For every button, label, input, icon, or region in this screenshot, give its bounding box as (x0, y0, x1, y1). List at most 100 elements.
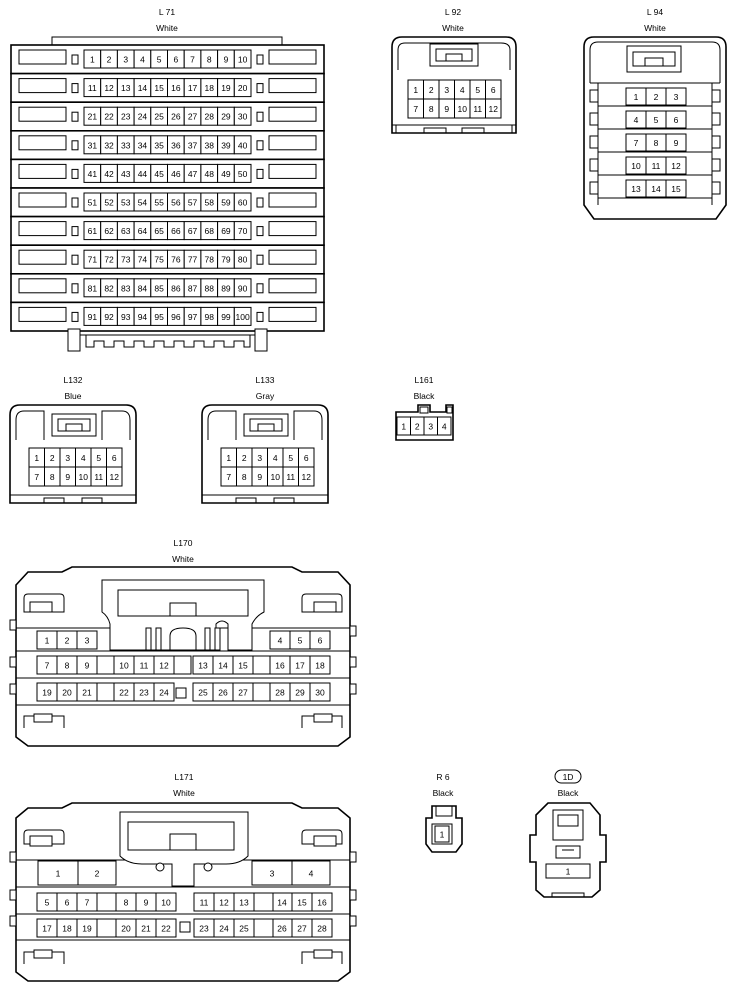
pin-number: 67 (188, 226, 198, 236)
connector-1d: 1D Black 1 (529, 769, 607, 898)
pin-number: 7 (634, 138, 639, 148)
connector-l94-color: White (644, 23, 666, 33)
pin-number: 11 (473, 104, 482, 114)
pin-cell-l71 (233, 306, 252, 326)
connector-l71-side-slot (268, 135, 317, 151)
pin-number: 86 (171, 283, 181, 293)
connector-l94-side-notch (589, 135, 599, 149)
pin-number: 33 (121, 140, 131, 150)
connector-l170-ear-left (29, 601, 53, 613)
pin-number: 11 (286, 472, 295, 482)
connector-l71-key-slot (71, 83, 79, 94)
connector-l171-ear-right (313, 835, 337, 847)
connector-l171-side-tab (349, 889, 357, 901)
pin-cell-l94 (665, 179, 687, 198)
pin-number: 76 (171, 255, 181, 265)
connector-1d-bottom (551, 892, 585, 897)
pin-number: 1 (634, 92, 639, 102)
pin-number: 3 (85, 636, 90, 646)
pin-number: 63 (121, 226, 131, 236)
pin-number: 41 (88, 169, 98, 179)
pin-number: 95 (154, 312, 164, 322)
connector-l71-key-slot (71, 140, 79, 151)
pin-cell-l171 (37, 860, 79, 886)
pin-number: 31 (88, 140, 98, 150)
connector-l171-name: L171 (175, 772, 194, 782)
pin-number: 16 (317, 898, 327, 908)
pin-cell-l71 (233, 278, 252, 298)
pin-number: 57 (188, 198, 198, 208)
pin-number: 1 (401, 422, 406, 432)
connector-l71-side-slot (18, 221, 67, 237)
pin-number: 22 (161, 924, 171, 934)
pin-number: 3 (270, 869, 275, 879)
pin-number: 25 (198, 688, 208, 698)
pin-number: 23 (121, 112, 131, 122)
pin-number: 2 (65, 636, 70, 646)
connector-l71-side-slot (18, 278, 67, 294)
connector-l171-color: White (173, 788, 195, 798)
connector-l71-key-slot (256, 111, 264, 122)
connector-l170-side-tab (9, 619, 17, 631)
connector-l132-inner-outline (15, 410, 131, 440)
connector-l170-color: White (172, 554, 194, 564)
connector-l71-key-slot (71, 197, 79, 208)
pin-cell-l71 (233, 49, 252, 69)
pin-cell-l94 (665, 133, 687, 152)
pin-cell-l71 (233, 163, 252, 183)
connector-l71-key-slot (256, 83, 264, 94)
pin-number: 32 (104, 140, 114, 150)
pin-number: 24 (138, 112, 148, 122)
connector-l171-peg-right (203, 862, 213, 872)
pin-number: 7 (45, 661, 50, 671)
connector-1d-lock-detail (555, 814, 581, 859)
pin-number: 44 (138, 169, 148, 179)
connector-l171-top-ears (23, 829, 343, 845)
pin-number: 3 (257, 453, 262, 463)
connector-l71-side-slot (18, 135, 67, 151)
connector-l71-side-slot (268, 192, 317, 208)
pin-number: 25 (239, 924, 249, 934)
pin-number: 5 (288, 453, 293, 463)
pin-number: 28 (205, 112, 215, 122)
connector-l71-side-slot (18, 106, 67, 122)
pin-number: 40 (238, 140, 248, 150)
connector-l170-rib (145, 627, 152, 651)
connector-l171-blank-cavity (253, 918, 274, 938)
pin-number: 37 (188, 140, 198, 150)
pin-number: 7 (85, 898, 90, 908)
pin-cell-l94 (665, 110, 687, 129)
pin-number: 5 (475, 85, 480, 95)
connector-l170-rib (204, 627, 211, 651)
connector-l171-side-tab (9, 915, 17, 927)
pin-number: 5 (654, 115, 659, 125)
pin-number: 14 (277, 898, 287, 908)
pin-number: 20 (121, 924, 131, 934)
connector-l71-key-slot (256, 311, 264, 322)
connector-l132-bottom-rails (10, 494, 136, 503)
pin-number: 47 (188, 169, 198, 179)
connector-l71-color: White (156, 23, 178, 33)
pin-number: 8 (124, 898, 129, 908)
connector-l171-side-tab (9, 851, 17, 863)
pin-number: 6 (318, 636, 323, 646)
connector-l171-peg-left (155, 862, 165, 872)
pin-number: 49 (221, 169, 231, 179)
pin-number: 4 (273, 453, 278, 463)
connector-l71-side-slot (268, 163, 317, 179)
connector-l171-blank-cavity (96, 918, 117, 938)
pin-number: 9 (444, 104, 449, 114)
pin-number: 16 (275, 661, 285, 671)
connector-r6-name: R 6 (436, 772, 450, 782)
pin-number: 17 (295, 661, 305, 671)
pin-number: 7 (413, 104, 418, 114)
pin-number: 69 (221, 226, 231, 236)
connector-l170-clip-left (33, 713, 53, 723)
connector-l71-side-slot (18, 249, 67, 265)
pin-number: 21 (82, 688, 92, 698)
pin-number: 2 (429, 85, 434, 95)
